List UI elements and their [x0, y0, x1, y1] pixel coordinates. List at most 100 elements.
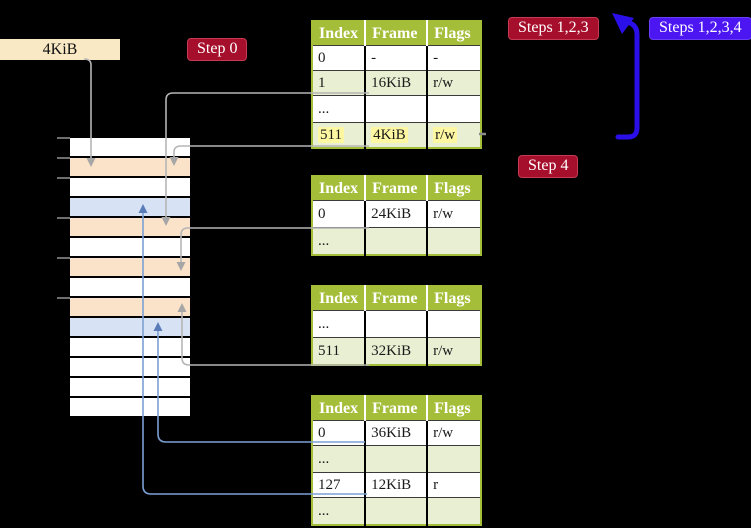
cell-text: ... — [318, 450, 330, 467]
page-table-cell — [365, 310, 429, 338]
cell-text: 0 — [318, 205, 326, 222]
page-table-row: ... — [312, 445, 482, 473]
cell-text: 4KiB — [371, 126, 408, 143]
memory-frame-row — [70, 238, 190, 258]
cell-text: 1 — [318, 74, 326, 91]
page-table-cell: ... — [312, 227, 367, 255]
column-header: Flags — [427, 396, 482, 421]
page-table-cell — [365, 95, 429, 123]
page-table-cell: 127 — [312, 472, 367, 498]
page-table-row: ... — [312, 227, 482, 255]
page-table-cell: r/w — [427, 122, 482, 148]
cell-text: r/w — [433, 126, 458, 143]
column-header: Frame — [365, 396, 429, 421]
page-table-cell: r/w — [427, 200, 482, 228]
column-header: Frame — [365, 176, 429, 201]
page-table-cell: ... — [312, 445, 367, 473]
page-table-cell: - — [427, 45, 482, 71]
page-table-cell — [365, 227, 429, 255]
page-table-cell — [427, 95, 482, 123]
page-table-cell: 1 — [312, 70, 367, 96]
cell-text: r/w — [433, 342, 454, 359]
cell-text: ... — [318, 232, 330, 249]
page-table-cell — [427, 445, 482, 473]
page-table-cell — [365, 497, 429, 525]
page-table-cell: - — [365, 45, 429, 71]
memory-frame-row — [70, 298, 190, 318]
memory-frame-row — [70, 398, 190, 418]
page-table-cell: r/w — [427, 70, 482, 96]
page-table-cell: 0 — [312, 200, 367, 228]
memory-frame-row — [70, 338, 190, 358]
memory-frame-row — [70, 218, 190, 238]
page-table-cell: 24KiB — [365, 200, 429, 228]
cell-text: - — [433, 49, 439, 66]
page-table-cell: ... — [312, 497, 367, 525]
page-table-cell: 511 — [312, 337, 367, 365]
cell-text: 511 — [318, 126, 344, 143]
badge-steps-1-2-3-4: Steps 1,2,3,4 — [649, 17, 751, 40]
column-header: Index — [312, 286, 367, 311]
memory-frame-row — [70, 358, 190, 378]
cell-text: 12KiB — [371, 476, 412, 493]
cell-text: 24KiB — [371, 205, 412, 222]
page-table-cell: r — [427, 472, 482, 498]
badge-step-0: Step 0 — [187, 38, 248, 61]
memory-frame-row — [70, 258, 190, 278]
page-table-row: 511 32KiB r/w — [312, 337, 482, 365]
page-table-cell: r/w — [427, 420, 482, 446]
column-header: Frame — [365, 21, 429, 46]
cell-text: r/w — [433, 74, 454, 91]
column-header: Index — [312, 21, 367, 46]
page-table-row: 127 12KiB r — [312, 472, 482, 498]
physical-memory-stack — [70, 138, 190, 418]
page-table-cell: 4KiB — [365, 122, 429, 148]
loop-arrowhead-icon — [612, 13, 634, 34]
page-table-cell: 511 — [312, 122, 367, 148]
page-table-row: 511 4KiB r/w — [312, 122, 482, 148]
page-table-cell: ... — [312, 310, 367, 338]
page-table-cell — [427, 227, 482, 255]
page-table-cell: 16KiB — [365, 70, 429, 96]
page-table-cell — [427, 497, 482, 525]
cell-text: 127 — [318, 476, 341, 493]
cell-text: ... — [318, 315, 330, 332]
memory-frame-row — [70, 158, 190, 178]
page-table-row: ... — [312, 497, 482, 525]
cell-text: ... — [318, 502, 330, 519]
page-table-row: ... — [312, 95, 482, 123]
memory-frame-row — [70, 138, 190, 158]
column-header: Flags — [427, 176, 482, 201]
cell-text: 0 — [318, 424, 326, 441]
loop-back-arrow — [615, 20, 640, 140]
page-table-cell — [365, 445, 429, 473]
memory-frame-row — [70, 318, 190, 338]
page-table-row: 0 24KiB r/w — [312, 200, 482, 228]
memory-frame-row — [70, 198, 190, 218]
cell-text: ... — [318, 100, 330, 117]
cell-text: 511 — [318, 342, 340, 359]
column-header: Frame — [365, 286, 429, 311]
column-header: Index — [312, 176, 367, 201]
cell-text: r/w — [433, 205, 454, 222]
memory-frame-row — [70, 178, 190, 198]
memory-frame-row — [70, 378, 190, 398]
root-pointer-box: 4KiB — [0, 39, 120, 60]
cell-text: 16KiB — [371, 74, 412, 91]
cell-text: 32KiB — [371, 342, 412, 359]
page-table-cell: r/w — [427, 337, 482, 365]
badge-steps-1-2-3: Steps 1,2,3 — [508, 17, 599, 40]
memory-frame-row — [70, 278, 190, 298]
root-pointer-label: 4KiB — [42, 41, 78, 58]
page-table-cell: 32KiB — [365, 337, 429, 365]
